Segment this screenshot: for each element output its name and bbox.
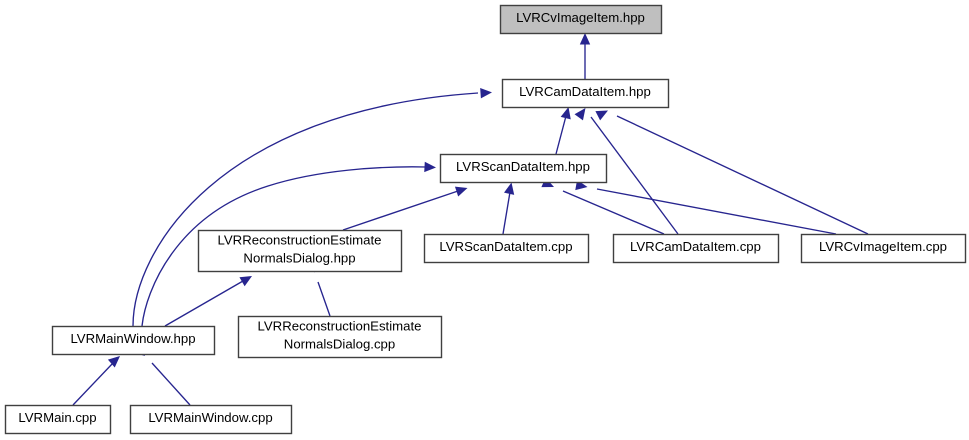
edge-mainwindow_hpp-to-camdataitem_hpp	[132, 88, 492, 327]
edge-cvimageitem_cpp-to-scandataitem_hpp	[575, 179, 837, 235]
node-box[interactable]	[800, 233, 967, 264]
arrowhead-icon	[579, 33, 591, 45]
node-box[interactable]	[237, 315, 443, 359]
edge-line	[132, 92, 479, 327]
edge-line	[502, 191, 511, 235]
edge-line	[164, 280, 244, 327]
node-scandataitem_cpp[interactable]: LVRScanDataItem.cppLVRScanDataItem.cpp	[423, 233, 590, 264]
edge-camdataitem_cpp-to-camdataitem_hpp	[574, 108, 679, 235]
edge-line	[72, 362, 114, 406]
edge-line	[317, 281, 331, 317]
edge-camdataitem_hpp-to-cvimageitem_hpp	[579, 33, 591, 79]
edge-line	[562, 190, 665, 235]
node-box[interactable]	[423, 233, 590, 264]
edge-line	[616, 115, 869, 235]
edge-line	[151, 362, 191, 406]
node-box[interactable]	[197, 229, 403, 273]
node-box[interactable]	[612, 233, 780, 264]
node-cvimageitem_hpp[interactable]: LVRCvImageItem.hppLVRCvImageItem.hpp	[499, 4, 663, 35]
edge-recnormalsdialog_hpp-to-scandataitem_hpp	[342, 186, 468, 231]
edge-mainwindow_hpp-to-scandataitem_hpp	[141, 161, 436, 327]
edge-scandataitem_hpp-to-camdataitem_hpp	[555, 107, 571, 155]
arrowhead-icon	[595, 110, 608, 121]
node-box[interactable]	[4, 404, 112, 435]
arrowhead-icon	[454, 186, 468, 197]
edge-line	[141, 166, 427, 327]
arrowhead-icon	[480, 88, 492, 99]
node-box[interactable]	[51, 325, 216, 356]
arrowhead-icon	[424, 161, 436, 173]
arrowhead-icon	[239, 276, 252, 287]
edge-line	[590, 116, 679, 235]
edge-scandataitem_cpp-to-scandataitem_hpp	[502, 182, 515, 235]
edge-line	[342, 190, 459, 231]
nodes-layer: LVRCvImageItem.hppLVRCvImageItem.hppLVRC…	[4, 4, 967, 435]
node-box[interactable]	[439, 153, 608, 184]
arrowhead-icon	[560, 107, 571, 120]
arrowhead-icon	[504, 182, 515, 195]
edge-camdataitem_cpp-to-scandataitem_hpp	[541, 177, 665, 235]
edge-mainwindow_hpp-to-recnormalsdialog_hpp	[164, 276, 252, 327]
node-box[interactable]	[129, 404, 293, 435]
arrowhead-icon	[107, 356, 120, 368]
edge-line	[596, 188, 837, 235]
node-box[interactable]	[499, 4, 663, 35]
edge-line	[555, 115, 567, 155]
arrowhead-icon	[574, 108, 586, 121]
edge-cvimageitem_cpp-to-camdataitem_hpp	[595, 110, 869, 235]
edge-main_cpp-to-mainwindow_hpp	[72, 356, 120, 406]
node-box[interactable]	[501, 78, 670, 109]
node-mainwindow_hpp[interactable]: LVRMainWindow.hppLVRMainWindow.hpp	[51, 325, 216, 356]
